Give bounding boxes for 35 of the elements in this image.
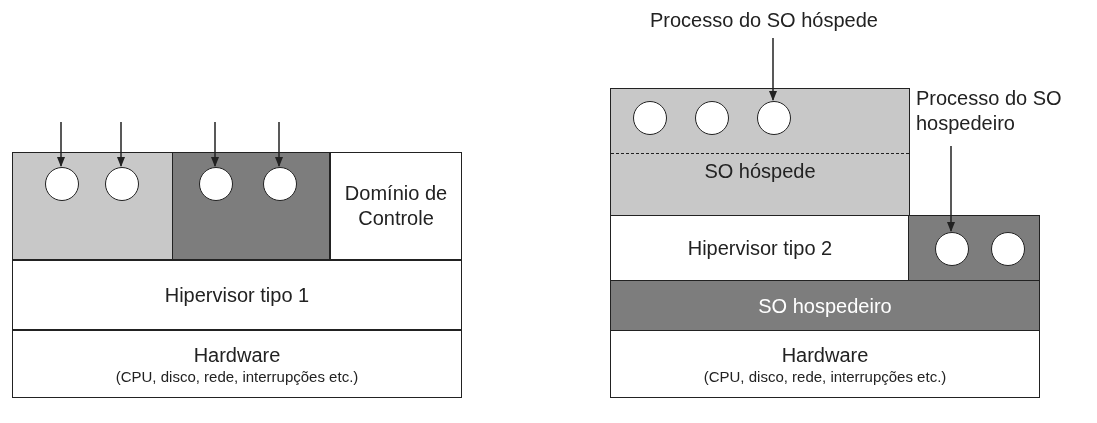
layer-box: [610, 330, 1040, 398]
process-circle: [633, 101, 667, 135]
process-circle: [695, 101, 729, 135]
arrow: [211, 121, 219, 167]
layer-subtitle: (CPU, disco, rede, interrupções etc.): [703, 367, 947, 386]
layer-subtitle: (CPU, disco, rede, interrupções etc.): [115, 367, 359, 386]
layer-title: SO hospedeiro: [758, 293, 892, 319]
layer-box: [12, 152, 174, 260]
layer-box: [12, 330, 462, 398]
process-label: Processo do SO hospedeiro: [916, 86, 1096, 146]
arrow: [57, 121, 65, 167]
layer-title: Hardware: [193, 342, 281, 368]
process-circle: [991, 232, 1025, 266]
layer-title: SO hóspede: [704, 159, 816, 184]
layer-title: Domínio de Controle: [343, 181, 449, 231]
layer-box: [908, 215, 1040, 281]
layer-box: [172, 152, 330, 260]
process-circle: [757, 101, 791, 135]
arrow: [275, 121, 283, 167]
process-circle: [105, 167, 139, 201]
layer-title: Hipervisor tipo 2: [687, 235, 833, 261]
layer-title: Hardware: [781, 342, 869, 368]
layer-title: Hipervisor tipo 1: [164, 282, 310, 308]
process-circle: [263, 167, 297, 201]
process-circle: [199, 167, 233, 201]
layer-box: [610, 88, 910, 216]
arrow: [117, 121, 125, 167]
layer-box: [330, 152, 462, 260]
arrow: [947, 145, 955, 232]
layer-box: [610, 280, 1040, 332]
process-circle: [935, 232, 969, 266]
arrow: [769, 37, 777, 101]
layer-box: [12, 260, 462, 330]
process-label: Processo do SO hóspede: [650, 8, 900, 38]
process-circle: [45, 167, 79, 201]
